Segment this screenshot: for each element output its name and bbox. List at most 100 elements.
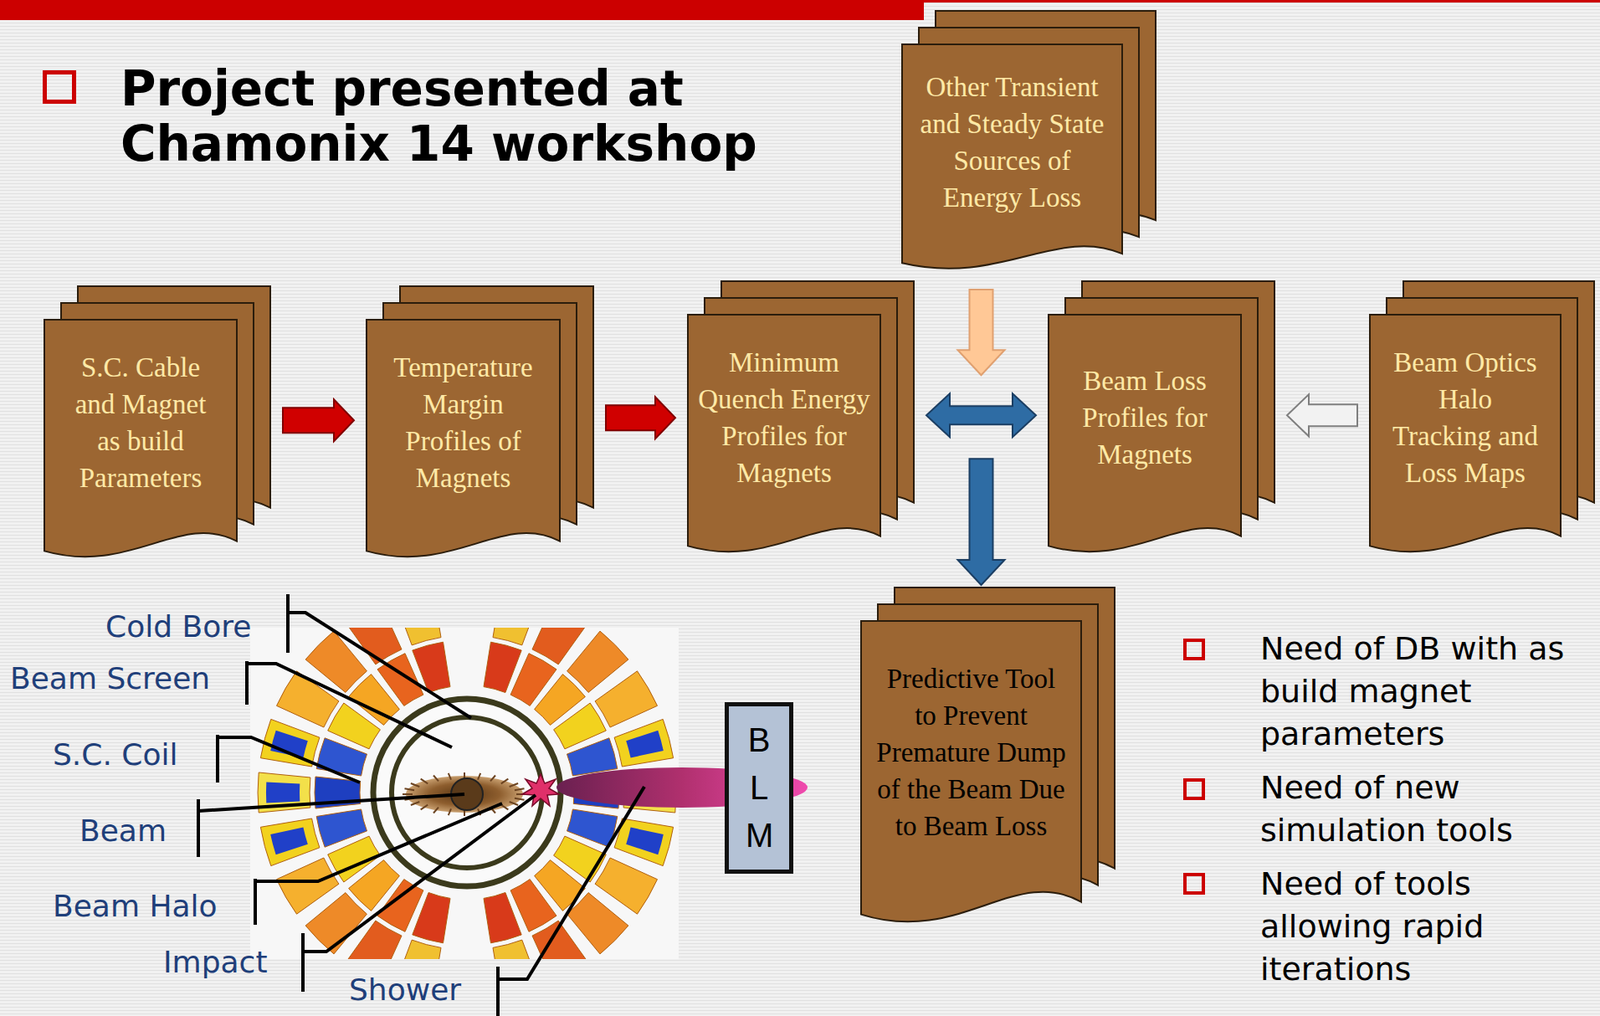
part-label: Beam [79, 812, 167, 850]
bullet-text: Need of DB with as build magnet paramete… [1260, 627, 1579, 756]
part-label: S.C. Coil [52, 736, 178, 774]
coil-block [393, 627, 442, 646]
document-sheet [861, 620, 1082, 922]
bullet-list: Need of DB with as build magnet paramete… [1260, 627, 1579, 1002]
document-stack: Minimum Quench Energy Profiles for Magne… [687, 280, 915, 562]
halo-spike [501, 779, 509, 785]
coil-block [625, 827, 664, 856]
halo-spike [509, 783, 518, 787]
document-stack-shape [1369, 280, 1595, 562]
part-label: Shower [348, 971, 462, 1009]
document-text: Beam Optics Halo Tracking and Loss Maps [1389, 343, 1542, 492]
coil-block [492, 939, 541, 959]
document-text: Predictive Tool to Prevent Premature Dum… [873, 660, 1069, 845]
halo-spike [514, 798, 525, 800]
part-label: Cold Bore [105, 608, 252, 646]
halo-spike [490, 775, 496, 782]
vertical-arrow-upper [958, 289, 1006, 375]
coil-block [594, 857, 657, 914]
halo-spike [433, 775, 439, 782]
document-front-area: Other Transient and Steady State Sources… [901, 43, 1124, 241]
coil-block [625, 730, 664, 759]
coil-block [260, 818, 320, 867]
bullet-text: Need of tools allowing rapid iterations [1260, 862, 1579, 991]
halo-spike [448, 773, 452, 780]
blue-double-arrow [926, 393, 1036, 437]
document-stack-shape [43, 285, 272, 567]
halo-spike [477, 773, 481, 780]
vertical-arrow-lower [958, 458, 1006, 585]
document-stack: Beam Optics Halo Tracking and Loss Maps [1369, 280, 1595, 562]
red-arrow-shape [605, 396, 676, 439]
coil-block [483, 641, 522, 693]
document-stack-shape [901, 10, 1157, 278]
title-bullet [42, 70, 77, 104]
coil-block [614, 818, 674, 867]
halo-spike [410, 783, 420, 787]
part-label: Beam Screen [10, 660, 211, 698]
halo-spike [448, 808, 452, 816]
document-stack: Predictive Tool to Prevent Premature Dum… [860, 586, 1116, 934]
halo-spike [405, 788, 416, 790]
blue-double-arrow-shape [926, 393, 1036, 437]
document-stack: Other Transient and Steady State Sources… [901, 10, 1157, 278]
red-arrow [605, 396, 676, 439]
grey-arrow-shape [1287, 394, 1358, 436]
halo-spike [433, 807, 439, 814]
document-text: Other Transient and Steady State Sources… [912, 68, 1112, 216]
part-label: Impact [163, 943, 268, 981]
halo-spike [420, 779, 429, 785]
coil-block [266, 781, 300, 803]
document-front-area: Minimum Quench Energy Profiles for Magne… [687, 313, 882, 523]
detector-label: B L M [745, 716, 773, 860]
coil-block [492, 627, 541, 646]
coil-block [316, 738, 367, 776]
top-red-line [923, 0, 1600, 3]
aperture [369, 695, 565, 890]
bullet-text: Need of new simulation tools [1260, 766, 1579, 852]
document-front-area: Beam Optics Halo Tracking and Loss Maps [1369, 313, 1562, 523]
coil-block [393, 939, 442, 959]
bullet-square [1183, 872, 1206, 895]
coil-block [260, 718, 320, 767]
document-sheet [44, 319, 237, 557]
document-front-area: Predictive Tool to Prevent Premature Dum… [860, 620, 1083, 884]
bullet-square [1183, 778, 1206, 800]
document-sheet [366, 319, 560, 557]
red-arrow-shape [282, 399, 354, 442]
bullet-square [1183, 638, 1206, 661]
document-stack: Temperature Margin Profiles of Magnets [365, 285, 595, 567]
top-red-bar [0, 0, 924, 21]
document-stack: S.C. Cable and Magnet as build Parameter… [43, 285, 272, 567]
halo-spike [420, 805, 429, 811]
document-text: Beam Loss Profiles for Magnets [1056, 362, 1234, 473]
detector-box: B L M [724, 702, 794, 874]
coil-block [270, 827, 308, 856]
coil-block [567, 630, 629, 693]
halo-spike [402, 793, 413, 795]
document-text: S.C. Cable and Magnet as build Parameter… [61, 348, 220, 497]
cold-bore [373, 698, 561, 887]
document-sheet [1048, 314, 1242, 552]
red-arrow [282, 399, 354, 442]
vertical-arrow [958, 289, 1006, 585]
document-sheet [687, 314, 881, 552]
part-label: Beam Halo [52, 887, 218, 925]
slide-title: Project presented at Chamonix 14 worksho… [120, 61, 874, 172]
document-stack: Beam Loss Profiles for Magnets [1047, 280, 1276, 562]
document-sheet [1369, 314, 1561, 552]
document-front-area: Temperature Margin Profiles of Magnets [365, 318, 561, 528]
halo-spike [410, 801, 420, 806]
halo-spike [509, 801, 518, 806]
document-stack-shape [687, 280, 915, 562]
coil-block [614, 718, 674, 767]
document-front-area: S.C. Cable and Magnet as build Parameter… [43, 318, 238, 528]
coil-block [567, 892, 629, 954]
grey-arrow [1287, 394, 1358, 436]
coil-block [345, 920, 402, 959]
coil-block [532, 627, 589, 665]
document-front-area: Beam Loss Profiles for Magnets [1047, 313, 1242, 523]
document-sheet [902, 44, 1123, 269]
coil-block [412, 892, 451, 944]
